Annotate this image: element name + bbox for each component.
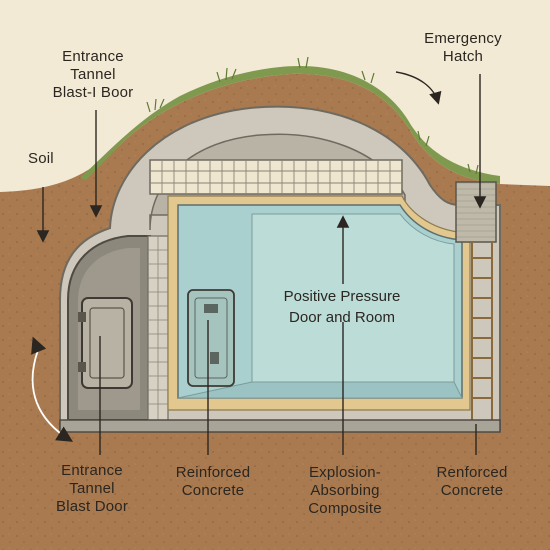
soil-label: Soil [28,150,54,167]
floor-slab [59,419,501,433]
tunnel-curve-arrow [31,349,74,442]
reinforced-concrete-right-label: Renforced Concrete [420,464,524,500]
entrance-bottom-line-3: Blast Door [55,498,129,515]
escape-ladder [471,242,493,420]
explosion-line-1: Explosion- [308,464,382,481]
reinforced-left-line-2: Concrete [181,482,245,499]
interior-door-hinge-bottom [210,352,219,364]
explosion-line-2: Absorbing [310,482,380,499]
room-label-line-1: Positive Pressure [283,288,401,305]
emergency-curve-arrow [395,71,442,105]
entrance-tunnel-top-label: Entrance Tannel Blast-I Boor [34,48,152,102]
reinforced-left-line-1: Reinforced [175,464,251,481]
hatch-shaft [455,181,497,243]
entrance-door-hinge-bottom [78,362,86,372]
interior-door-hinge-top [204,304,218,313]
room-label-line-2: Door and Room [289,309,395,326]
leader-lines [31,71,487,455]
explosion-absorbing-label: Explosion- Absorbing Composite [290,464,400,518]
positive-pressure-room-label: Positive Pressure Door and Room [262,286,422,328]
emergency-hatch-label: Emergency Hatch [408,30,518,66]
entrance-blast-door [81,297,133,389]
interior-blast-door [187,289,235,387]
reinforced-right-line-2: Concrete [440,482,504,499]
grass-tufts [146,56,479,175]
entrance-blast-door-panel [89,307,125,379]
entrance-top-line-2: Tannel [70,66,116,83]
entrance-top-line-3: Blast-I Boor [52,84,134,101]
entrance-bottom-line-2: Tannel [69,480,115,497]
entrance-bottom-line-1: Entrance [61,462,123,479]
reinforced-concrete-left-label: Reinforced Concrete [158,464,268,500]
brick-column-courses [148,236,168,426]
grass-cover [80,66,500,184]
room-floor-edge [177,381,463,399]
interior-blast-door-panel [194,297,228,379]
room-back-wall [251,213,455,383]
entrance-tunnel-bottom-label: Entrance Tannel Blast Door [32,462,152,516]
emergency-hatch-line-2: Hatch [442,48,484,65]
emergency-hatch-line-1: Emergency [424,30,502,47]
lattice-grid [150,160,402,194]
lattice-beam [149,159,403,195]
tunnel-curve-tail [31,336,47,355]
explosion-line-3: Composite [308,500,382,517]
entrance-door-hinge-top [78,312,86,322]
entrance-top-line-1: Entrance [62,48,124,65]
reinforced-right-line-1: Renforced [436,464,508,481]
